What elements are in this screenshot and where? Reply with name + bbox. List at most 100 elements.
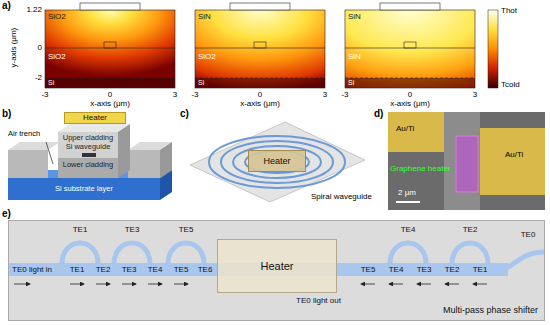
sem-image [480, 128, 545, 195]
tick-label: -3 [341, 90, 348, 99]
heat-map [195, 3, 325, 88]
mode-label: TE4 [148, 265, 163, 274]
heat-map [404, 42, 416, 48]
part-label: Si substrate layer [55, 185, 113, 194]
heat-map [345, 10, 475, 88]
mode-arrow [174, 284, 188, 285]
color-bar [488, 10, 498, 88]
heat-map [195, 78, 325, 88]
mode-arrow [122, 284, 136, 285]
material-label: SiO2 [48, 52, 66, 61]
tick-label: 0 [108, 90, 112, 99]
spiral-waveguide [190, 122, 365, 202]
tick-label: 3 [173, 90, 177, 99]
mode-label: TE2 [96, 265, 111, 274]
multipass-waveguide [114, 243, 150, 264]
heat-map [80, 3, 140, 10]
heat-map [45, 78, 175, 88]
spiral-waveguide [209, 136, 345, 188]
heat-map [345, 10, 475, 88]
mode-label: TE0 [521, 230, 536, 239]
material-label: Si [348, 79, 354, 87]
panel-label: a) [2, 0, 11, 12]
part-label: Air trench [8, 130, 40, 139]
sem-image [456, 136, 478, 192]
multipass-waveguide [390, 243, 426, 264]
heater-cross-section [8, 150, 48, 178]
mode-label: TE4 [389, 265, 404, 274]
sem-image [388, 112, 545, 210]
part-label: Au/Ti [505, 150, 523, 159]
heat-map [345, 3, 475, 88]
heat-map [45, 3, 175, 88]
mode-label: TE5 [179, 225, 194, 234]
leader-line [46, 142, 53, 164]
mode-label: TE1 [70, 265, 85, 274]
mode-label: TE3 [125, 225, 140, 234]
heater-cross-section [8, 124, 172, 200]
material-label: SiN [348, 52, 361, 61]
spiral-waveguide [190, 122, 365, 202]
mode-label: TE5 [174, 265, 189, 274]
heater-label: Heater [260, 260, 293, 273]
tick-label: 0 [38, 43, 42, 52]
mode-label: TE0 light in [12, 265, 52, 274]
material-label: Si [198, 79, 204, 87]
spiral-waveguide [221, 141, 333, 183]
tick-label: 0 [258, 90, 262, 99]
heat-map [380, 3, 440, 10]
mode-label: TE2 [463, 225, 478, 234]
mode-arrow [361, 284, 375, 285]
panel-label: b) [2, 108, 11, 120]
panel-label: c) [180, 108, 189, 120]
heater-cross-section [8, 178, 160, 200]
material-label: SiO2 [198, 52, 216, 61]
sem-image [388, 112, 545, 210]
sem-image [388, 112, 444, 152]
scale-bar [396, 201, 420, 203]
heat-map [195, 78, 325, 79]
heat-map [345, 78, 475, 79]
part-label: Spiral waveguide [310, 192, 373, 201]
heat-map [195, 10, 325, 88]
mode-arrow [14, 284, 30, 285]
heater-cross-section [128, 150, 160, 178]
heat-map [345, 78, 475, 88]
material-label: SiN [348, 12, 361, 21]
heat-map [195, 10, 325, 88]
mode-label: TE2 [445, 265, 460, 274]
part-label: Upper cladding [63, 134, 113, 143]
heater-box: Heater [64, 112, 126, 124]
heat-map [254, 42, 266, 48]
heat-map [230, 3, 290, 10]
part-label: Au/Ti [396, 124, 414, 133]
multipass-waveguide [500, 252, 545, 269]
tick-label: -3 [41, 90, 48, 99]
mode-label: TE4 [401, 225, 416, 234]
tick-label: 1.22 [26, 5, 42, 14]
multipass-waveguide [62, 243, 98, 264]
mode-label: TE0 light out [296, 296, 341, 305]
panel-frame: Multi-pass phase shifter Heater [8, 220, 545, 321]
spiral-waveguide [245, 151, 309, 173]
heater-cross-section [58, 132, 118, 158]
mode-label: TE3 [122, 265, 137, 274]
heater-label: Heater [263, 156, 290, 166]
axis-title: x-axis (μm) [240, 99, 280, 108]
mode-label: TE3 [417, 265, 432, 274]
mode-label: TE1 [73, 225, 88, 234]
multipass-waveguide [452, 243, 488, 264]
axis-title: x-axis (μm) [390, 99, 430, 108]
heater-box: Heater [248, 150, 306, 172]
heat-map [104, 42, 116, 48]
panel-label: e) [2, 208, 11, 220]
mode-label: TE1 [473, 265, 488, 274]
mode-label: TE5 [361, 265, 376, 274]
panel-title: Multi-pass phase shifter [443, 305, 538, 315]
panel-label: d) [374, 108, 383, 120]
tick-label: 3 [473, 90, 477, 99]
heat-map [45, 10, 175, 88]
heater-cross-section [118, 124, 130, 178]
part-label: Graphene heater [390, 164, 451, 173]
